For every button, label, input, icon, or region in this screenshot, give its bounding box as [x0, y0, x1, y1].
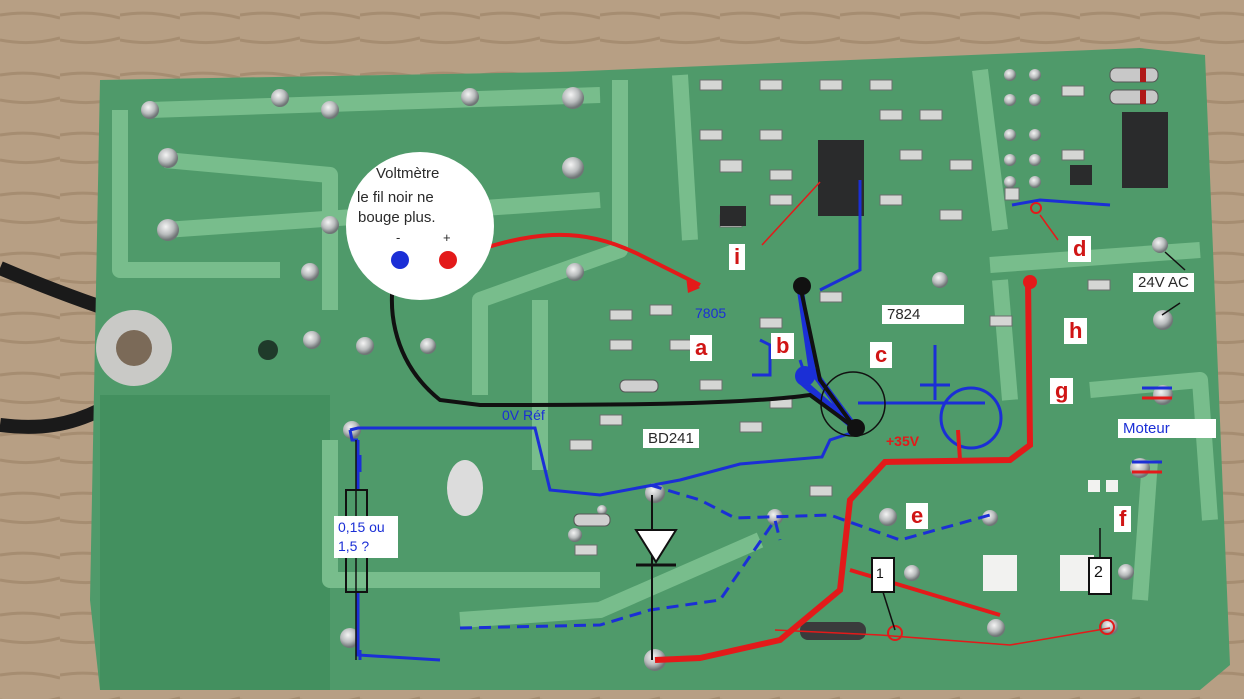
label-0v-ref: 0V Réf: [502, 407, 545, 423]
ac-arrows: [1161, 251, 1186, 316]
label-resistor-value: 0,15 ou 1,5 ?: [334, 516, 398, 558]
voltmeter-bubble: [346, 152, 494, 300]
marker-f: f: [1114, 506, 1132, 532]
blue-node: [795, 366, 815, 386]
label-7805: 7805: [695, 305, 727, 321]
label-moteur: Moteur: [1118, 419, 1216, 438]
label-7824: 7824: [882, 305, 964, 324]
marker-a: a: [690, 335, 713, 361]
connector-grid: [1004, 69, 1041, 188]
label-24v-ac: 24V AC: [1133, 273, 1194, 292]
ic-chips: [720, 112, 1168, 226]
diode-symbol: [634, 529, 678, 567]
pcb-ground-plane: [100, 80, 330, 690]
label-resistor-1: 1: [876, 565, 884, 581]
marker-i: i: [729, 244, 746, 270]
voltmeter-minus: -: [396, 230, 401, 245]
label-resistor-2: 2: [1094, 564, 1103, 581]
heatsink-slot: [447, 460, 483, 516]
marker-c: c: [870, 342, 893, 368]
marker-e: e: [906, 503, 929, 529]
blue-probe-dot: [391, 251, 409, 269]
pcb-traces: [112, 69, 1218, 628]
mounting-hole: [258, 340, 278, 360]
voltmeter-title: Voltmètre: [376, 165, 440, 182]
label-bd241: BD241: [643, 429, 699, 448]
diodes: [573, 67, 1159, 640]
voltmeter-note-line-2: bouge plus.: [358, 209, 436, 226]
marker-d: d: [1068, 236, 1092, 262]
power-cable-2: [0, 403, 104, 434]
marker-h: h: [1064, 318, 1088, 344]
smd-components: [569, 79, 1111, 556]
marker-b: b: [771, 333, 795, 359]
voltmeter-note-line-1: le fil noir ne: [357, 189, 434, 206]
white-connector-1: [983, 555, 1017, 591]
motor-wires: [1132, 386, 1172, 474]
marker-g: g: [1050, 378, 1074, 404]
label-35v: +35V: [886, 433, 920, 449]
voltmeter-plus: +: [443, 230, 451, 245]
